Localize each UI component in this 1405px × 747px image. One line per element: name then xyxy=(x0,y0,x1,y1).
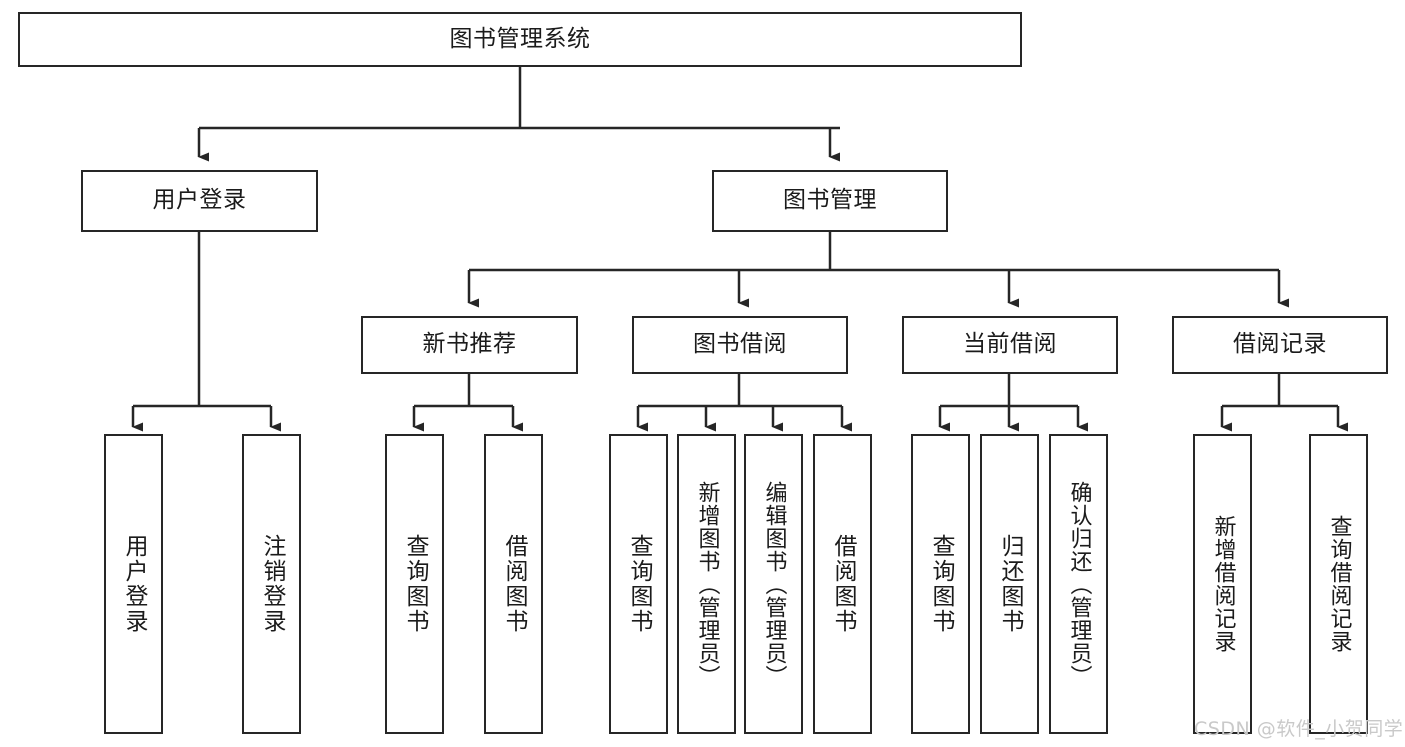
leaf-edit-book-admin[interactable]: 编辑图书（管理员） xyxy=(744,434,803,734)
node-label: 查询图书 xyxy=(402,534,428,634)
node-label: 查询图书 xyxy=(928,534,954,634)
node-label: 注销登录 xyxy=(259,534,285,634)
node-label: 确认归还（管理员） xyxy=(1066,480,1092,688)
node-borrow-record[interactable]: 借阅记录 xyxy=(1172,316,1388,374)
leaf-logout[interactable]: 注销登录 xyxy=(242,434,301,734)
node-root-book-management-system[interactable]: 图书管理系统 xyxy=(18,12,1022,67)
node-label: 图书管理系统 xyxy=(449,25,591,52)
leaf-user-login[interactable]: 用户登录 xyxy=(104,434,163,734)
node-new-book-recommendation[interactable]: 新书推荐 xyxy=(361,316,578,374)
leaf-add-borrow-record[interactable]: 新增借阅记录 xyxy=(1193,434,1252,734)
node-label: 归还图书 xyxy=(997,534,1023,634)
node-label: 查询借阅记录 xyxy=(1326,515,1352,653)
node-label: 图书管理 xyxy=(783,187,877,214)
node-label: 新增图书（管理员） xyxy=(694,480,720,688)
node-label: 用户登录 xyxy=(152,187,247,214)
leaf-add-book-admin[interactable]: 新增图书（管理员） xyxy=(677,434,736,734)
node-book-borrow[interactable]: 图书借阅 xyxy=(632,316,848,374)
node-user-login[interactable]: 用户登录 xyxy=(81,170,318,232)
leaf-query-book-newbook[interactable]: 查询图书 xyxy=(385,434,444,734)
node-current-borrow[interactable]: 当前借阅 xyxy=(902,316,1118,374)
leaf-borrow-book[interactable]: 借阅图书 xyxy=(813,434,872,734)
leaf-borrow-book-newbook[interactable]: 借阅图书 xyxy=(484,434,543,734)
leaf-return-book[interactable]: 归还图书 xyxy=(980,434,1039,734)
node-label: 用户登录 xyxy=(121,534,147,634)
node-label: 借阅记录 xyxy=(1233,331,1327,358)
node-label: 图书借阅 xyxy=(693,331,787,358)
node-label: 新增借阅记录 xyxy=(1210,515,1236,653)
leaf-query-book-current[interactable]: 查询图书 xyxy=(911,434,970,734)
node-label: 编辑图书（管理员） xyxy=(761,480,787,688)
node-label: 新书推荐 xyxy=(422,331,517,358)
leaf-query-borrow-record[interactable]: 查询借阅记录 xyxy=(1309,434,1368,734)
node-book-management[interactable]: 图书管理 xyxy=(712,170,948,232)
node-label: 当前借阅 xyxy=(963,331,1057,358)
node-label: 借阅图书 xyxy=(501,534,527,634)
node-label: 借阅图书 xyxy=(830,534,856,634)
leaf-query-book-borrow[interactable]: 查询图书 xyxy=(609,434,668,734)
leaf-confirm-return-admin[interactable]: 确认归还（管理员） xyxy=(1049,434,1108,734)
csdn-watermark: CSDN @软件_小贺同学 xyxy=(1194,718,1404,740)
node-label: 查询图书 xyxy=(626,534,652,634)
